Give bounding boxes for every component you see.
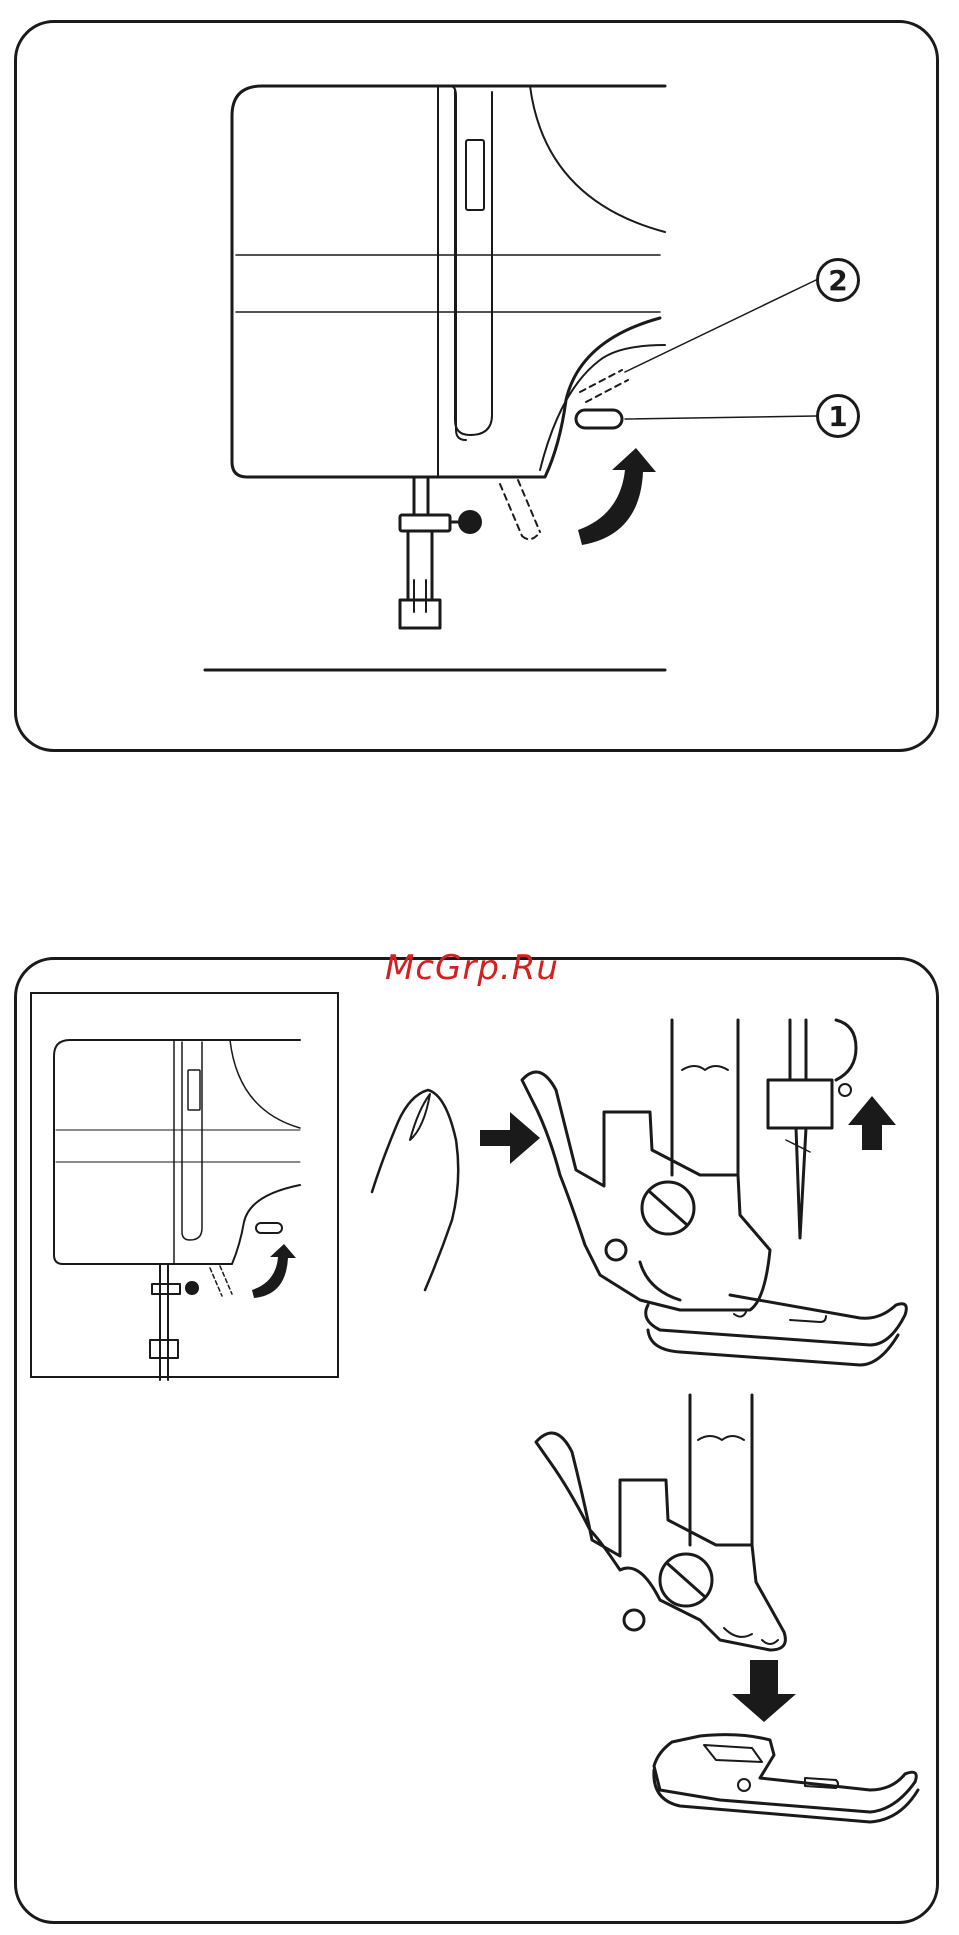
arrow-right-icon	[480, 1112, 540, 1164]
finger-icon	[372, 1090, 458, 1290]
inset-curved-arrow-icon	[252, 1244, 296, 1298]
arrow-down-icon	[732, 1660, 796, 1722]
inset-machine-head	[54, 1040, 300, 1380]
presser-foot-sole	[654, 1735, 918, 1822]
presser-foot-shank	[536, 1395, 785, 1650]
needle-clamp	[768, 1020, 856, 1238]
arrow-up-icon	[848, 1096, 896, 1150]
